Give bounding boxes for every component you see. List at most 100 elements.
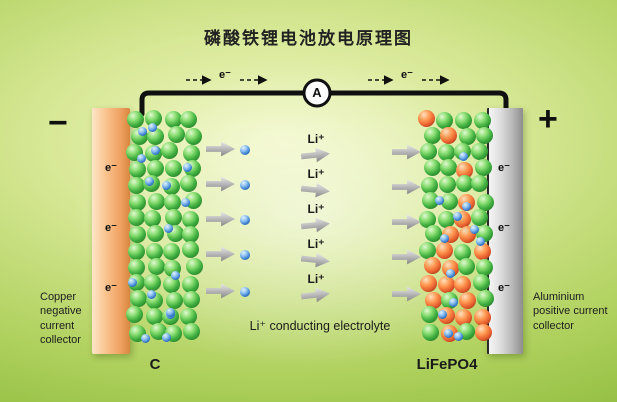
iron-atom bbox=[418, 109, 436, 127]
electron-label-top-left: e⁻ bbox=[219, 69, 231, 81]
phosphate-atom bbox=[455, 111, 473, 129]
li-ion bbox=[147, 289, 157, 299]
li-ion bbox=[240, 145, 250, 155]
anode-label: C bbox=[149, 356, 161, 373]
carbon-atom bbox=[145, 109, 163, 127]
li-ion bbox=[240, 287, 250, 297]
carbon-atom bbox=[127, 242, 145, 260]
li-ion bbox=[138, 127, 148, 137]
li-ion bbox=[444, 329, 454, 339]
carbon-atom bbox=[181, 275, 199, 293]
phosphate-atom bbox=[453, 243, 471, 261]
phosphate-atom bbox=[421, 306, 439, 324]
carbon-atom bbox=[148, 257, 166, 275]
li-ion bbox=[240, 180, 250, 190]
li-ion bbox=[446, 269, 456, 279]
carbon-atom bbox=[128, 176, 146, 194]
iron-atom bbox=[475, 323, 493, 341]
phosphate-atom bbox=[477, 194, 494, 212]
carbon-atom bbox=[130, 289, 148, 307]
carbon-atom bbox=[182, 210, 200, 228]
li-ion bbox=[151, 145, 161, 155]
carbon-atom bbox=[164, 110, 182, 128]
phosphate-atom bbox=[424, 224, 442, 242]
carbon-atom bbox=[126, 306, 144, 324]
phosphate-atom bbox=[473, 112, 491, 130]
phosphate-atom bbox=[471, 143, 489, 161]
carbon-atom bbox=[165, 291, 183, 309]
li-ion bbox=[164, 223, 174, 233]
carbon-atom bbox=[128, 225, 146, 243]
carbon-atom bbox=[182, 291, 200, 309]
li-ion-label: Li⁺ bbox=[307, 167, 325, 181]
carbon-atom bbox=[148, 193, 166, 211]
li-ion bbox=[145, 177, 155, 187]
li-ion bbox=[166, 307, 176, 317]
li-ion bbox=[437, 309, 447, 319]
iron-atom bbox=[424, 291, 442, 309]
carbon-atom bbox=[165, 160, 183, 178]
phosphate-atom bbox=[458, 257, 476, 275]
li-ion bbox=[147, 123, 157, 133]
iron-atom bbox=[437, 276, 455, 294]
iron-atom bbox=[440, 127, 458, 145]
li-ion bbox=[137, 154, 147, 164]
positive-sign: + bbox=[538, 100, 558, 138]
copper-collector-bar bbox=[92, 108, 130, 354]
electron-label-top-right: e⁻ bbox=[401, 69, 413, 81]
phosphate-atom bbox=[439, 159, 457, 177]
iron-atom bbox=[456, 161, 474, 179]
carbon-atom bbox=[183, 323, 201, 341]
phosphate-atom bbox=[422, 323, 440, 341]
carbon-atom bbox=[185, 257, 203, 275]
li-ion bbox=[180, 197, 190, 207]
carbon-atom bbox=[167, 126, 185, 144]
carbon-atom bbox=[161, 142, 179, 160]
li-ion bbox=[240, 215, 250, 225]
carbon-atom bbox=[182, 144, 200, 162]
li-ion-label: Li⁺ bbox=[307, 202, 325, 216]
phosphate-atom bbox=[475, 127, 493, 145]
phosphate-atom bbox=[455, 175, 473, 193]
carbon-atom bbox=[163, 243, 181, 261]
iron-atom bbox=[473, 242, 491, 260]
ammeter-label: A bbox=[312, 85, 322, 100]
phosphate-atom bbox=[475, 159, 493, 177]
iron-atom bbox=[435, 242, 453, 260]
carbon-atom bbox=[146, 225, 164, 243]
phosphate-atom bbox=[435, 111, 453, 129]
carbon-atom bbox=[143, 209, 161, 227]
carbon-atom bbox=[128, 258, 145, 276]
iron-atom bbox=[455, 308, 473, 326]
li-ion bbox=[459, 152, 469, 162]
carbon-atom bbox=[179, 308, 197, 326]
li-ion bbox=[240, 250, 250, 260]
phosphate-atom bbox=[419, 143, 437, 161]
phosphate-atom bbox=[418, 241, 436, 259]
li-ion bbox=[183, 162, 193, 172]
phosphate-atom bbox=[438, 210, 456, 228]
copper-collector-caption: Copper negative current collector bbox=[40, 291, 82, 346]
carbon-atom bbox=[149, 322, 167, 340]
phosphate-atom bbox=[471, 175, 489, 193]
phosphate-atom bbox=[423, 127, 441, 145]
li-ion bbox=[454, 331, 464, 341]
carbon-atom bbox=[180, 110, 198, 128]
cathode-label: LiFePO4 bbox=[416, 356, 478, 373]
iron-atom bbox=[453, 275, 471, 293]
electrolyte-caption: Li⁺ conducting electrolyte bbox=[249, 319, 391, 333]
phosphate-atom bbox=[458, 128, 476, 146]
carbon-atom bbox=[129, 160, 147, 178]
li-ion-label: Li⁺ bbox=[307, 237, 325, 251]
phosphate-atom bbox=[475, 259, 493, 277]
aluminium-collector-bar bbox=[487, 108, 523, 354]
li-ion bbox=[461, 202, 471, 212]
carbon-atom bbox=[127, 208, 145, 226]
phosphate-atom bbox=[476, 290, 494, 308]
carbon-atom bbox=[164, 193, 182, 211]
li-ion-label: Li⁺ bbox=[307, 132, 325, 146]
phosphate-atom bbox=[423, 159, 441, 177]
li-ion bbox=[162, 332, 172, 342]
carbon-atom bbox=[180, 175, 198, 193]
